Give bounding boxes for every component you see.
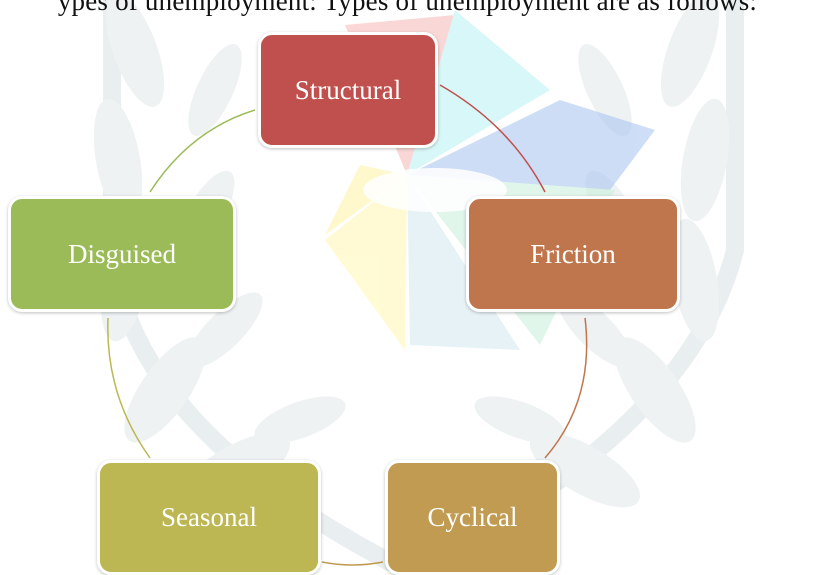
node-seasonal: Seasonal xyxy=(97,460,321,575)
node-disguised-label: Disguised xyxy=(68,238,176,269)
connector-cyclical-seasonal xyxy=(321,561,384,566)
header-text: ypes of unemployment: Types of unemploym… xyxy=(57,0,758,16)
node-structural-label: Structural xyxy=(294,74,402,105)
node-disguised: Disguised xyxy=(8,196,236,312)
connector-structural-friction xyxy=(439,84,546,193)
connector-friction-cyclical xyxy=(544,317,588,459)
node-cyclical: Cyclical xyxy=(385,460,560,575)
node-cyclical-label: Cyclical xyxy=(427,502,518,532)
connector-seasonal-disguised xyxy=(107,317,151,459)
connector-disguised-structural xyxy=(149,109,256,193)
node-seasonal-label: Seasonal xyxy=(161,502,257,532)
node-structural: Structural xyxy=(258,32,438,148)
node-friction-label: Friction xyxy=(530,238,616,269)
node-friction: Friction xyxy=(466,196,680,312)
